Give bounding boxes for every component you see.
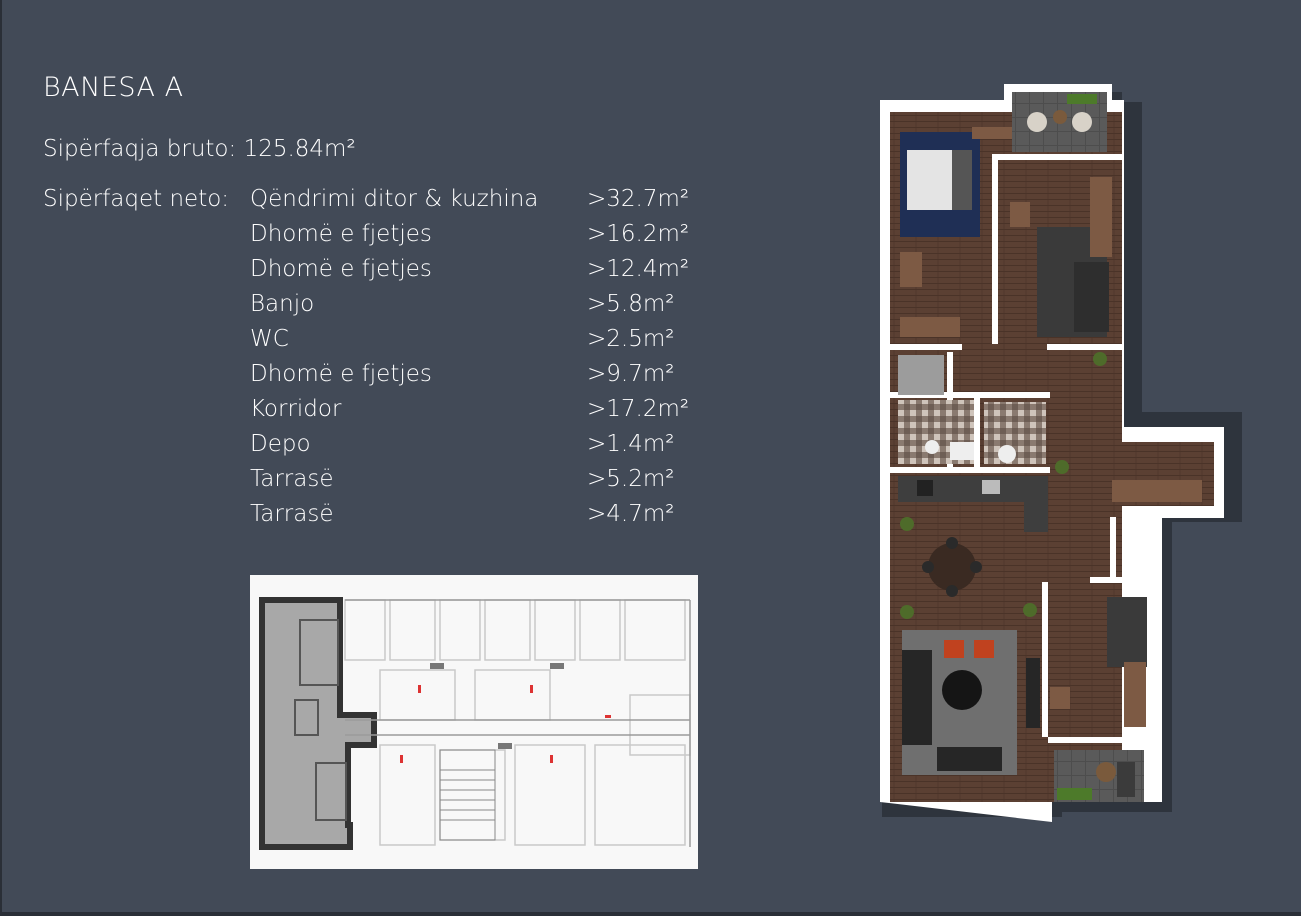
net-area-label: Sipërfaqet neto: [43,186,230,212]
apartment-floor-plan [862,62,1262,832]
room-area: >32.7m² [587,186,690,212]
coffee-table [942,670,982,710]
bed-3 [1107,597,1147,667]
room-row: Korridor >17.2m² [250,396,710,431]
frame-edge-bottom [0,912,1301,916]
room-area: >4.7m² [587,501,675,527]
room-row: Tarrasë >5.2m² [250,466,710,501]
room-name: Korridor [250,396,342,422]
room-row: Dhomë e fjetjes >9.7m² [250,361,710,396]
room-row: Dhomë e fjetjes >16.2m² [250,221,710,256]
room-name: WC [250,326,289,352]
room-row: Depo >1.4m² [250,431,710,466]
room-name: Dhomë e fjetjes [250,256,432,282]
room-area: >17.2m² [587,396,690,422]
room-name: Tarrasë [250,466,334,492]
room-area: >5.2m² [587,466,675,492]
frame-edge-left [0,0,2,916]
key-plan-drawing [250,575,698,869]
room-name: Banjo [250,291,315,317]
sofa [902,650,932,745]
room-name: Tarrasë [250,501,334,527]
gross-area-label: Sipërfaqja bruto: [43,136,237,162]
building-key-plan [250,575,698,869]
room-row: Dhomë e fjetjes >12.4m² [250,256,710,291]
shower [898,355,944,395]
room-area: >2.5m² [587,326,675,352]
room-row: Banjo >5.8m² [250,291,710,326]
room-name: Depo [250,431,311,457]
room-area: >1.4m² [587,431,675,457]
room-name: Dhomë e fjetjes [250,361,432,387]
room-area: >5.8m² [587,291,675,317]
gross-area-value: 125.84m² [243,136,356,162]
room-area: >12.4m² [587,256,690,282]
room-row: Qëndrimi ditor & kuzhina >32.7m² [250,186,710,221]
room-row: WC >2.5m² [250,326,710,361]
room-row: Tarrasë >4.7m² [250,501,710,536]
floor-plan-render [880,84,1242,822]
room-name: Dhomë e fjetjes [250,221,432,247]
dining-table [928,543,976,591]
room-area: >9.7m² [587,361,675,387]
room-area-list: Qëndrimi ditor & kuzhina >32.7m² Dhomë e … [250,186,710,536]
room-area: >16.2m² [587,221,690,247]
room-name: Qëndrimi ditor & kuzhina [250,186,539,212]
apartment-title: BANESA A [43,72,184,103]
gross-area: Sipërfaqja bruto: 125.84m² [43,136,356,162]
